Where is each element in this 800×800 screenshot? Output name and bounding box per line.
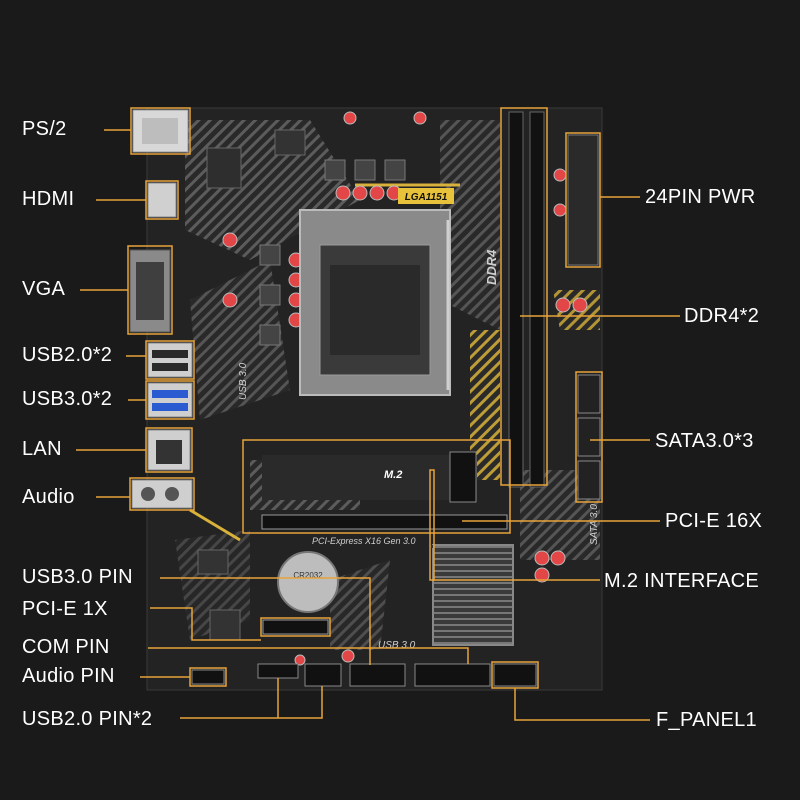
pcie-slot-label: PCI-Express X16 Gen 3.0: [312, 536, 416, 546]
usb30-board-label: USB 3.0: [238, 362, 249, 400]
audio-header: [191, 669, 225, 685]
cpu-power-connector: [206, 147, 242, 189]
chip: [430, 545, 433, 548]
mosfet: [259, 324, 281, 346]
usb2-header-2: [304, 663, 342, 687]
chip: [209, 609, 241, 641]
label-usb2-pin: USB2.0 PIN*2: [22, 708, 153, 730]
label-f-panel: F_PANEL1: [656, 709, 757, 731]
m2-slot-area: [262, 455, 477, 500]
label-pcie-16x: PCI-E 16X: [665, 510, 763, 532]
usb3-header: [349, 663, 406, 687]
label-hdmi: HDMI: [22, 188, 75, 210]
yellow-trace: [189, 508, 241, 542]
atx-24pin-connector: [567, 134, 599, 266]
mosfet: [354, 159, 376, 181]
m2-connector: [449, 451, 477, 503]
socket-label-bg: [398, 188, 454, 204]
label-ddr4: DDR4*2: [684, 305, 760, 327]
ddr4-slot-1: [508, 111, 524, 488]
label-lan: LAN: [22, 438, 62, 460]
sata-board-label: SATA 3.0: [589, 504, 600, 545]
label-ps2: PS/2: [22, 118, 67, 140]
ddr4-board-label: DDR4: [484, 249, 499, 285]
svg-text:USB 3.0: USB 3.0: [378, 640, 416, 651]
sata-port-1: [577, 374, 601, 414]
com-header: [414, 663, 491, 687]
usb3-ports: [147, 382, 193, 418]
hdmi-port: [147, 182, 177, 218]
cmos-battery: [277, 551, 339, 613]
yellow-accent: [470, 330, 500, 480]
mosfet: [259, 284, 281, 306]
label-usb2: USB2.0*2: [22, 344, 113, 366]
front-panel-header: [493, 663, 537, 687]
pcie-16x-slot: [261, 514, 508, 530]
usb2-ports: [147, 342, 193, 378]
svg-text:CR2032: CR2032: [293, 571, 323, 580]
callouts: [76, 107, 680, 721]
label-usb3-pin: USB3.0 PIN: [22, 566, 133, 588]
pcie-1x-slot: [262, 619, 329, 635]
usb2-header-1: [257, 663, 299, 679]
label-24pin-pwr: 24PIN PWR: [645, 186, 756, 208]
mosfet: [324, 159, 346, 181]
mosfet: [259, 244, 281, 266]
label-sata: SATA3.0*3: [655, 430, 754, 452]
ddr4-slot-2: [529, 111, 545, 488]
chip: [274, 129, 306, 156]
socket-label: LGA1151: [405, 192, 448, 203]
label-usb3: USB3.0*2: [22, 388, 113, 410]
label-pcie-1x: PCI-E 1X: [22, 598, 108, 620]
label-audio: Audio: [22, 486, 75, 508]
label-audio-pin: Audio PIN: [22, 665, 115, 687]
m2-board-label: M.2: [384, 469, 402, 481]
chipset-heatsink: [432, 544, 514, 646]
sata-port-3: [577, 460, 601, 500]
chip: [197, 549, 229, 575]
stripe-area: [440, 120, 500, 330]
sata-port-2: [577, 417, 601, 457]
label-m2-interface: M.2 INTERFACE: [604, 570, 760, 592]
mosfet: [384, 159, 406, 181]
label-vga: VGA: [22, 278, 66, 300]
label-com-pin: COM PIN: [22, 636, 110, 658]
stripe-area: [330, 560, 390, 650]
